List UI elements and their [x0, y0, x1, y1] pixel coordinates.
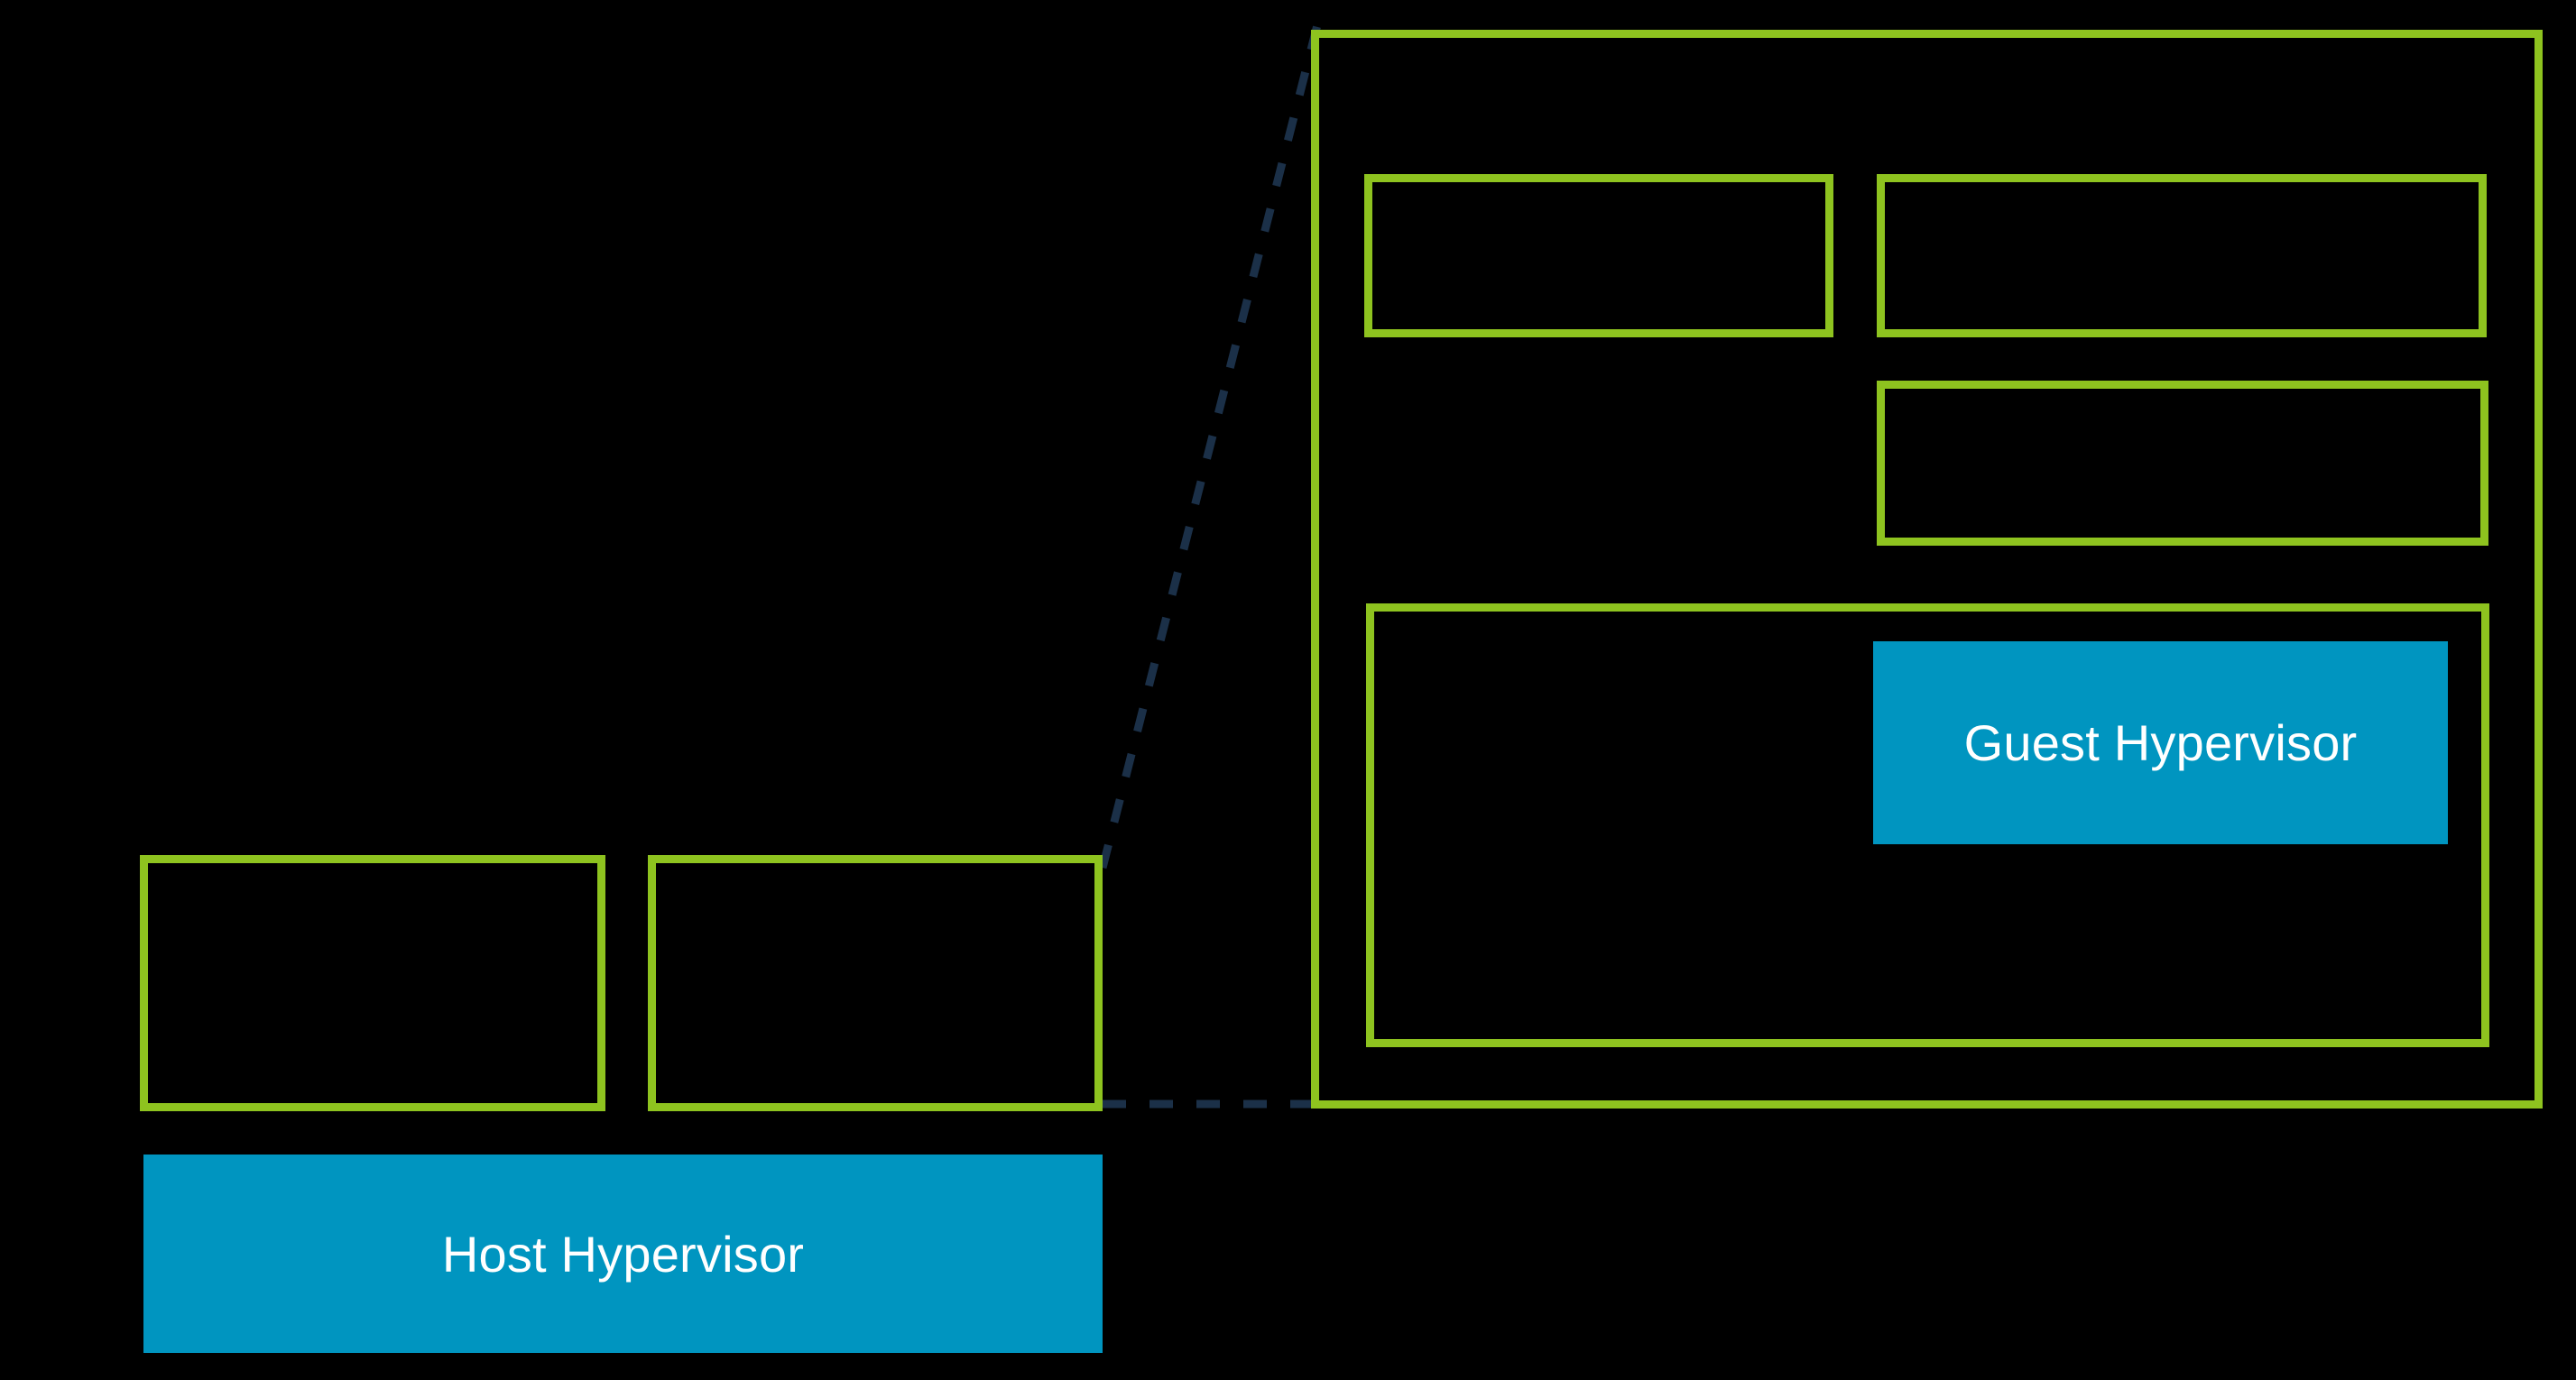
guest-virtual-machine-c[interactable]: [1877, 381, 2488, 546]
host-virtual-machine-1[interactable]: [140, 855, 605, 1111]
guest-nested-virtual-machine-d[interactable]: [1366, 603, 2489, 1047]
guest-hypervisor-block[interactable]: Guest Hypervisor: [1873, 641, 2448, 844]
guest-hypervisor-label: Guest Hypervisor: [1963, 714, 2358, 771]
guest-virtual-machine-b[interactable]: [1877, 174, 2487, 337]
host-hypervisor-label: Host Hypervisor: [441, 1225, 805, 1283]
host-virtual-machine-2[interactable]: [648, 855, 1103, 1111]
expansion-callout-top-line: [1098, 13, 1325, 869]
guest-virtual-machine-a[interactable]: [1364, 174, 1833, 337]
host-hypervisor-block[interactable]: Host Hypervisor: [143, 1155, 1103, 1353]
expanded-virtual-machine-panel[interactable]: [1311, 30, 2543, 1109]
